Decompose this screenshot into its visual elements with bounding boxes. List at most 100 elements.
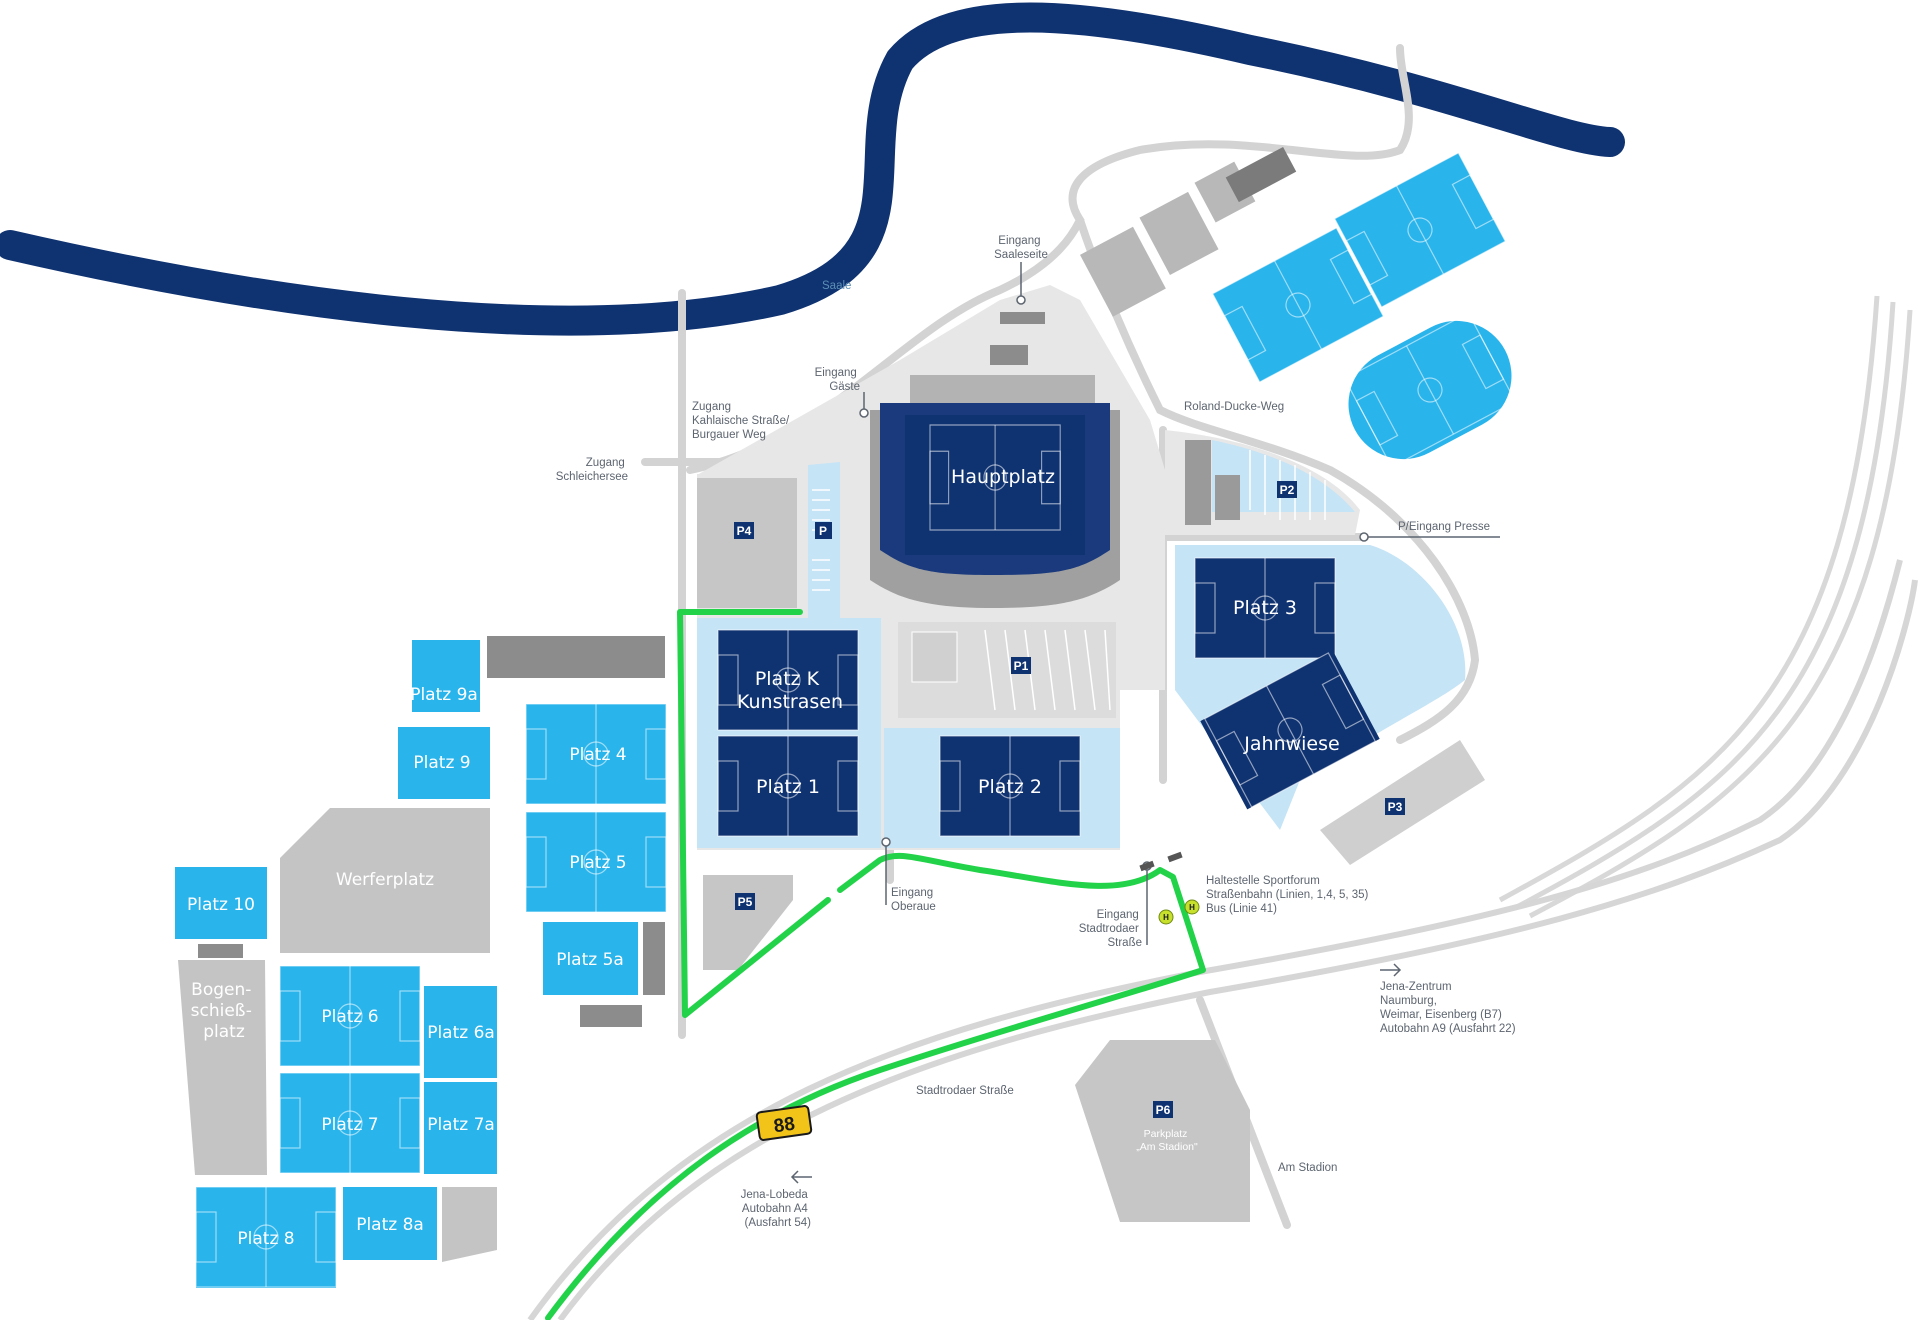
label-east-4: Autobahn A9 (Ausfahrt 22) xyxy=(1380,1023,1516,1035)
label-platz-1: Platz 1 xyxy=(756,776,820,798)
svg-text:P: P xyxy=(819,524,827,538)
label-east-1: Jena-Zentrum xyxy=(1380,981,1452,993)
label-platz-6a: Platz 6a xyxy=(427,1023,495,1043)
svg-text:P6: P6 xyxy=(1156,1103,1171,1117)
svg-text:P2: P2 xyxy=(1280,483,1295,497)
label-p6-name-2: „Am Stadion" xyxy=(1136,1141,1198,1153)
tram-stop: H H Haltestelle Sportforum Straßenbahn (… xyxy=(1139,851,1372,925)
label-saaleseite-1: Eingang xyxy=(998,235,1040,247)
badge-p: P xyxy=(815,522,832,539)
badge-p3: P3 xyxy=(1385,798,1405,815)
label-platz-8: Platz 8 xyxy=(237,1229,294,1249)
svg-text:P1: P1 xyxy=(1014,659,1029,673)
label-werferplatz: Werferplatz xyxy=(336,870,434,890)
label-kahlaische-3: Burgauer Weg xyxy=(692,429,766,441)
svg-text:H: H xyxy=(1189,903,1195,912)
area-bogenschiessplatz xyxy=(178,960,267,1175)
stadium-building xyxy=(990,345,1028,365)
river-label: Saale xyxy=(822,280,851,292)
entrance-presse: P/Eingang Presse xyxy=(1359,521,1500,542)
label-am-stadion: Am Stadion xyxy=(1278,1162,1337,1174)
label-roland-ducke-weg: Roland-Ducke-Weg xyxy=(1184,401,1284,413)
arrow-right-icon xyxy=(1380,963,1402,977)
svg-text:Zugang Schleichersee: Zugang Schleichersee xyxy=(556,457,628,483)
route-path xyxy=(545,609,1206,1320)
svg-text:Eingang Stadtrodaer: Eingang Stadtrodaer Straße xyxy=(1079,909,1142,949)
label-bogenschiessplatz: Bogen- schieß- platz xyxy=(191,980,258,1042)
building-dark-5a-bottom xyxy=(580,1005,642,1027)
field-platz-10 xyxy=(175,867,267,939)
label-stadtrodaer-1: Eingang xyxy=(1097,909,1139,921)
field-platz-7a xyxy=(424,1082,497,1174)
badge-p5: P5 xyxy=(735,893,755,910)
label-platz-8a: Platz 8a xyxy=(356,1215,424,1235)
entrance-stadtrodaer: Eingang Stadtrodaer Straße xyxy=(1079,861,1152,949)
building-p2-1 xyxy=(1185,440,1211,525)
label-platz-5: Platz 5 xyxy=(569,853,626,873)
field-platz-6a xyxy=(424,986,497,1078)
label-platz-4: Platz 4 xyxy=(569,745,626,765)
svg-text:Eingang Oberaue: Eingang Oberaue xyxy=(891,887,936,913)
label-west-2: Autobahn A4 xyxy=(742,1203,808,1215)
label-platz-9: Platz 9 xyxy=(413,753,470,773)
label-stadtrodaer-strasse: Stadtrodaer Straße xyxy=(916,1085,1014,1097)
saaleseite-building xyxy=(1000,312,1045,324)
building-p1 xyxy=(911,631,958,683)
badge-p4: P4 xyxy=(734,522,754,539)
entrance-oberaue: Eingang Oberaue xyxy=(881,837,936,913)
label-platz-5a: Platz 5a xyxy=(556,950,624,970)
field-platz-8a xyxy=(343,1187,437,1260)
svg-text:P3: P3 xyxy=(1388,800,1403,814)
field-platz-9 xyxy=(398,727,490,799)
area-gray-sw xyxy=(442,1187,497,1262)
svg-text:P5: P5 xyxy=(738,895,753,909)
label-jahnwiese: Jahnwiese xyxy=(1243,733,1339,755)
building-p2-2 xyxy=(1215,475,1240,520)
label-oberaue-2: Oberaue xyxy=(891,901,936,913)
label-platz-6: Platz 6 xyxy=(321,1007,378,1027)
svg-text:Eingang Saaleseite: Eingang Saaleseite xyxy=(994,235,1048,261)
badge-p6: P6 xyxy=(1153,1101,1173,1118)
label-west-3: (Ausfahrt 54) xyxy=(745,1217,812,1229)
railway-tracks xyxy=(1498,295,1913,919)
field-platz-5a xyxy=(543,922,638,995)
label-platz-9a: Platz 9a xyxy=(410,685,478,705)
svg-text:Haltestelle Sportforum S: Haltestelle Sportforum Straßenbahn (Lini… xyxy=(1206,875,1372,915)
label-platz-2: Platz 2 xyxy=(978,776,1042,798)
road-badge-88: 88 xyxy=(755,1105,813,1141)
label-bogen-1: Bogen- xyxy=(191,980,251,1000)
label-east-2: Naumburg, xyxy=(1380,995,1437,1007)
arrow-left-icon xyxy=(790,1170,812,1184)
parking-p5-area xyxy=(703,875,793,970)
label-saaleseite-2: Saaleseite xyxy=(994,249,1048,261)
badge-p2: P2 xyxy=(1277,481,1297,498)
label-schleichersee-1: Zugang xyxy=(586,457,625,469)
label-gaeste-2: Gäste xyxy=(829,381,860,393)
label-platz-k: Platz K Kunstrasen xyxy=(737,668,843,713)
label-stadtrodaer-2: Stadtrodaer xyxy=(1079,923,1139,935)
pale-area-p4 xyxy=(808,462,840,620)
label-bogen-3: platz xyxy=(203,1022,245,1042)
entrance-schleichersee: Zugang Schleichersee xyxy=(556,457,628,483)
label-platz-3: Platz 3 xyxy=(1233,597,1297,619)
tennis-courts xyxy=(1080,146,1297,317)
parking-p6-area xyxy=(1075,1040,1250,1222)
label-stadtrodaer-3: Straße xyxy=(1107,937,1142,949)
label-p6-name: Parkplatz „Am Stadion" xyxy=(1136,1128,1198,1153)
direction-east: Jena-Zentrum Naumburg, Weimar, Eisenberg… xyxy=(1380,963,1516,1035)
label-schleichersee-2: Schleichersee xyxy=(556,471,628,483)
field-platz-9a xyxy=(412,640,480,712)
label-presse: P/Eingang Presse xyxy=(1398,521,1490,533)
label-west-1: Jena-Lobeda xyxy=(741,1189,809,1201)
parking-p4-area xyxy=(697,478,797,608)
svg-text:Eingang Gäste: Eingang Gäste xyxy=(815,367,860,393)
svg-text:P4: P4 xyxy=(737,524,752,538)
svg-text:H: H xyxy=(1163,913,1169,922)
label-kahlaische-1: Zugang xyxy=(692,401,731,413)
entrance-kahlaische: Zugang Kahlaische Straße/ Burgauer Weg xyxy=(692,401,792,441)
svg-text:88: 88 xyxy=(772,1114,796,1138)
entrance-saaleseite: Eingang Saaleseite xyxy=(994,235,1048,305)
label-platz-7: Platz 7 xyxy=(321,1115,378,1135)
svg-text:Zugang Kahlaische Straße: Zugang Kahlaische Straße/ Burgauer Weg xyxy=(692,401,792,441)
